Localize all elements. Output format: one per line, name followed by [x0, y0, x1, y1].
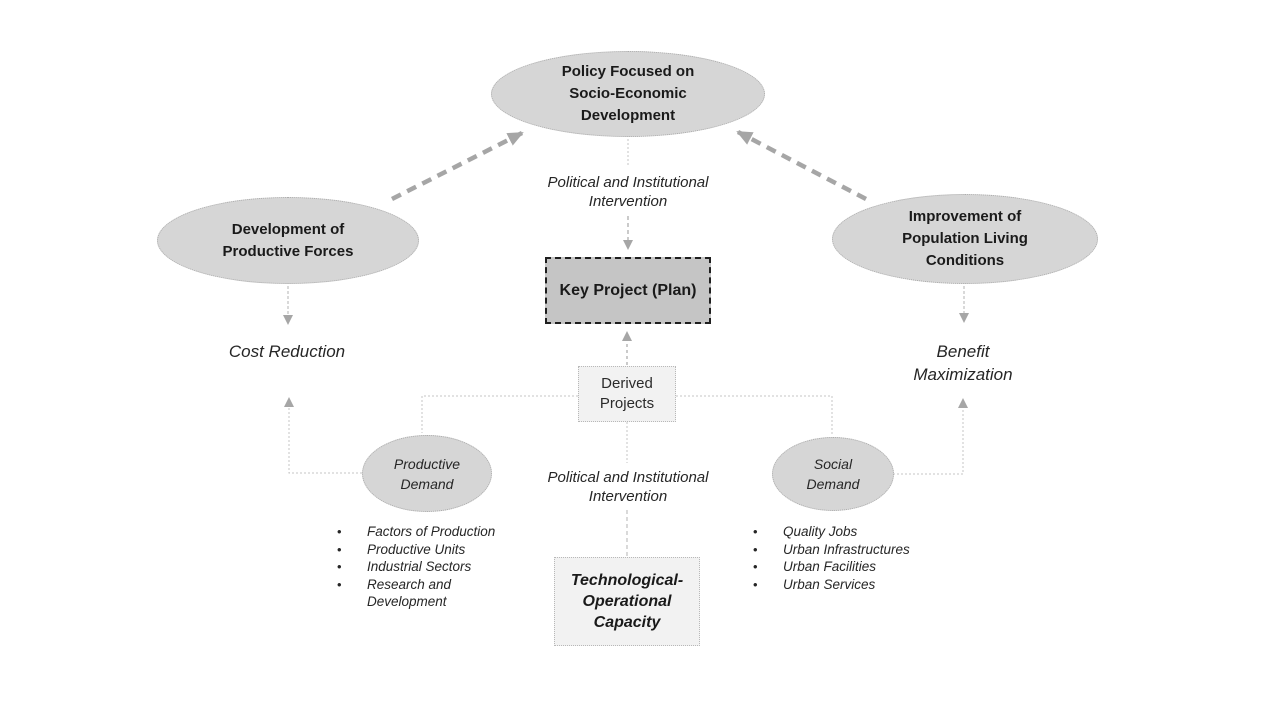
bullet-icon: • [753, 559, 758, 574]
social-demand-list: • Quality Jobs • Urban Infrastructures •… [753, 523, 938, 593]
list-item-label: Productive Units [367, 541, 466, 557]
label-intervention-bottom: Political and Institutional Intervention [547, 469, 709, 505]
list-item-label: Industrial Sectors [367, 559, 472, 574]
node-key-project-label: Key Project (Plan) [559, 281, 697, 299]
label-intervention-top: Political and Institutional Intervention [547, 174, 709, 210]
node-productive-forces-label: Development of Productive Forces [222, 220, 354, 260]
bullet-icon: • [753, 524, 758, 539]
node-productive-demand-label: Productive Demand [393, 455, 461, 492]
node-living-conditions-label: Improvement of Population Living Conditi… [902, 208, 1028, 269]
list-item: • Urban Facilities [753, 558, 938, 576]
connector-derived-to-productive-demand [421, 395, 578, 433]
node-derived-projects-label: Derived Projects [599, 375, 655, 412]
list-item: • Urban Infrastructures [753, 541, 938, 559]
node-social-demand-label: Social Demand [806, 456, 860, 492]
node-key-project-box: Key Project (Plan) [545, 257, 711, 324]
label-cost-reduction: Cost Reduction [228, 342, 346, 361]
list-item: • Research and Development [337, 576, 502, 611]
thick-arrow-left [390, 130, 524, 202]
bullet-icon: • [753, 541, 758, 557]
list-item: • Factors of Production [337, 523, 502, 541]
thick-arrow-right [736, 130, 868, 201]
list-item-label: Urban Facilities [783, 559, 877, 574]
label-benefit-maximization: Benefit Maximization [913, 342, 1013, 384]
list-item: • Urban Services [753, 576, 938, 594]
bullet-icon: • [753, 576, 758, 592]
arrow-productive-demand-to-cost-reduction [284, 397, 362, 474]
list-item: • Industrial Sectors [337, 558, 502, 576]
bullet-icon: • [337, 524, 342, 539]
productive-demand-list: • Factors of Production • Productive Uni… [337, 523, 502, 611]
node-tech-capacity-label: Technological-Operational Capacity [570, 572, 684, 631]
bullet-icon: • [337, 559, 342, 574]
node-productive-demand-ellipse: Productive Demand [362, 435, 492, 512]
list-item: • Quality Jobs [753, 523, 938, 541]
connector-derived-to-social-demand [676, 395, 833, 435]
node-living-conditions-ellipse: Improvement of Population Living Conditi… [832, 194, 1098, 284]
list-item-label: Factors of Production [367, 524, 496, 539]
node-tech-capacity-box: Technological-Operational Capacity [554, 557, 700, 646]
list-item-label: Urban Infrastructures [783, 541, 910, 557]
arrow-social-demand-to-benefit [893, 398, 968, 475]
node-social-demand-ellipse: Social Demand [772, 437, 894, 511]
list-item-label: Quality Jobs [783, 524, 858, 539]
list-item-label: Research and Development [367, 576, 452, 610]
bullet-icon: • [337, 541, 342, 557]
node-policy-ellipse: Policy Focused on Socio-Economic Develop… [491, 51, 765, 137]
node-productive-forces-ellipse: Development of Productive Forces [157, 197, 419, 284]
bullet-icon: • [337, 576, 342, 592]
list-item-label: Urban Services [783, 576, 876, 592]
list-item: • Productive Units [337, 541, 502, 559]
node-policy-label: Policy Focused on Socio-Economic Develop… [561, 63, 695, 124]
node-derived-projects-box: Derived Projects [578, 366, 676, 422]
